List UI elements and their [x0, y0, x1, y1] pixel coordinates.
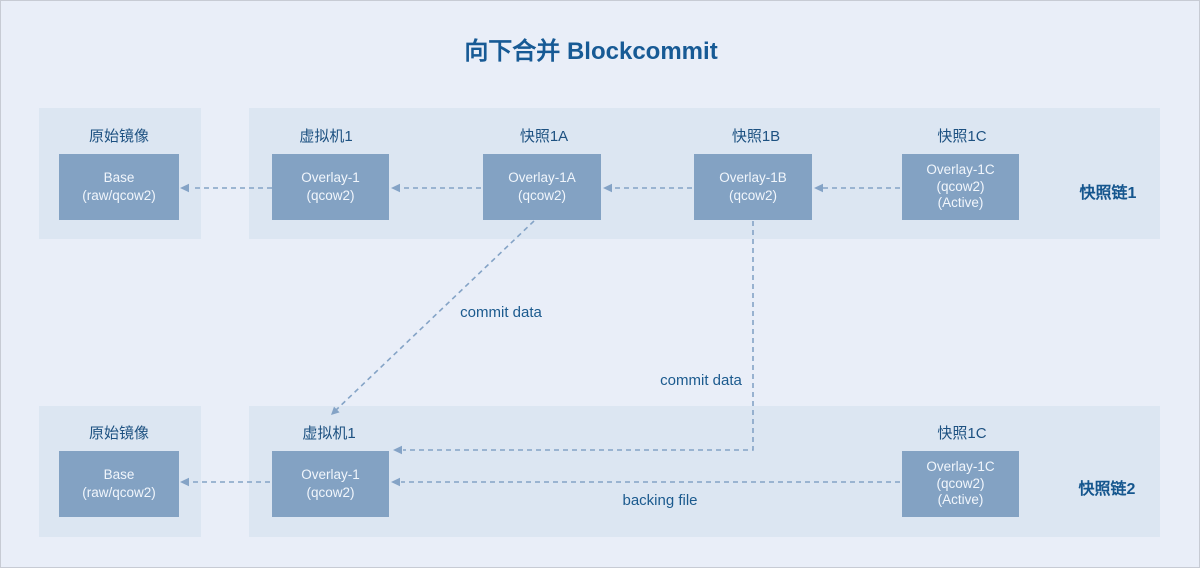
commit-data-label-left: commit data — [460, 304, 542, 321]
box-text: (qcow2) — [936, 475, 985, 491]
box-text: (qcow2) — [306, 485, 355, 500]
label-snapshot-1c-bottom: 快照1C — [937, 425, 987, 442]
box-text: Base — [103, 170, 135, 186]
arrowhead — [814, 183, 823, 193]
overlay-1b-box: Overlay-1B (qcow2) — [694, 154, 812, 220]
box-text: (qcow2) — [517, 188, 566, 203]
box-text: Overlay-1 — [301, 467, 360, 483]
overlay-1c-box-top: Overlay-1C (qcow2) (Active) — [902, 154, 1019, 220]
box-text: Overlay-1A — [508, 170, 576, 186]
label-origin-image-bottom: 原始镜像 — [88, 425, 150, 442]
arrowhead — [391, 183, 400, 193]
base-box-top: Base (raw/qcow2) — [59, 154, 179, 220]
page-title: 向下合并 Blockcommit — [464, 38, 718, 65]
arrowhead — [603, 183, 612, 193]
commit-data-label-right: commit data — [660, 372, 742, 389]
box-text: (raw/qcow2) — [82, 188, 156, 203]
label-vm1-bottom: 虚拟机1 — [302, 425, 356, 442]
commit-data-arrow-elbow — [403, 221, 754, 451]
box-text: (Active) — [937, 195, 984, 211]
label-snapshot-1b: 快照1B — [731, 128, 781, 145]
box-text: (qcow2) — [728, 188, 777, 203]
box-text: (qcow2) — [936, 178, 985, 194]
box-text: (raw/qcow2) — [82, 485, 156, 500]
base-box-bottom: Base (raw/qcow2) — [59, 451, 179, 517]
box-text: (qcow2) — [306, 188, 355, 203]
label-origin-image-top: 原始镜像 — [88, 128, 150, 145]
arrowhead — [180, 477, 189, 487]
box-text: Overlay-1 — [301, 170, 360, 186]
label-snapshot-chain-1: 快照链1 — [1079, 185, 1137, 202]
arrowhead — [331, 406, 340, 415]
arrowhead — [180, 183, 189, 193]
commit-data-arrow-diagonal — [334, 220, 535, 412]
label-snapshot-1a: 快照1A — [519, 128, 569, 145]
box-text: Overlay-1C — [926, 161, 995, 177]
box-text: Overlay-1B — [719, 170, 787, 186]
label-vm1-top: 虚拟机1 — [299, 128, 353, 145]
overlay-1-box-bottom: Overlay-1 (qcow2) — [272, 451, 389, 517]
arrowhead — [393, 445, 402, 455]
box-text: Base — [103, 467, 135, 483]
label-snapshot-chain-2: 快照链2 — [1078, 481, 1136, 498]
overlay-1-box-top: Overlay-1 (qcow2) — [272, 154, 389, 220]
backing-file-label: backing file — [622, 492, 698, 509]
box-text: (Active) — [937, 492, 984, 508]
overlay-1c-box-bottom: Overlay-1C (qcow2) (Active) — [902, 451, 1019, 517]
arrowhead — [391, 477, 400, 487]
overlay-1a-box: Overlay-1A (qcow2) — [483, 154, 601, 220]
label-snapshot-1c-top: 快照1C — [937, 128, 987, 145]
box-text: Overlay-1C — [926, 458, 995, 474]
